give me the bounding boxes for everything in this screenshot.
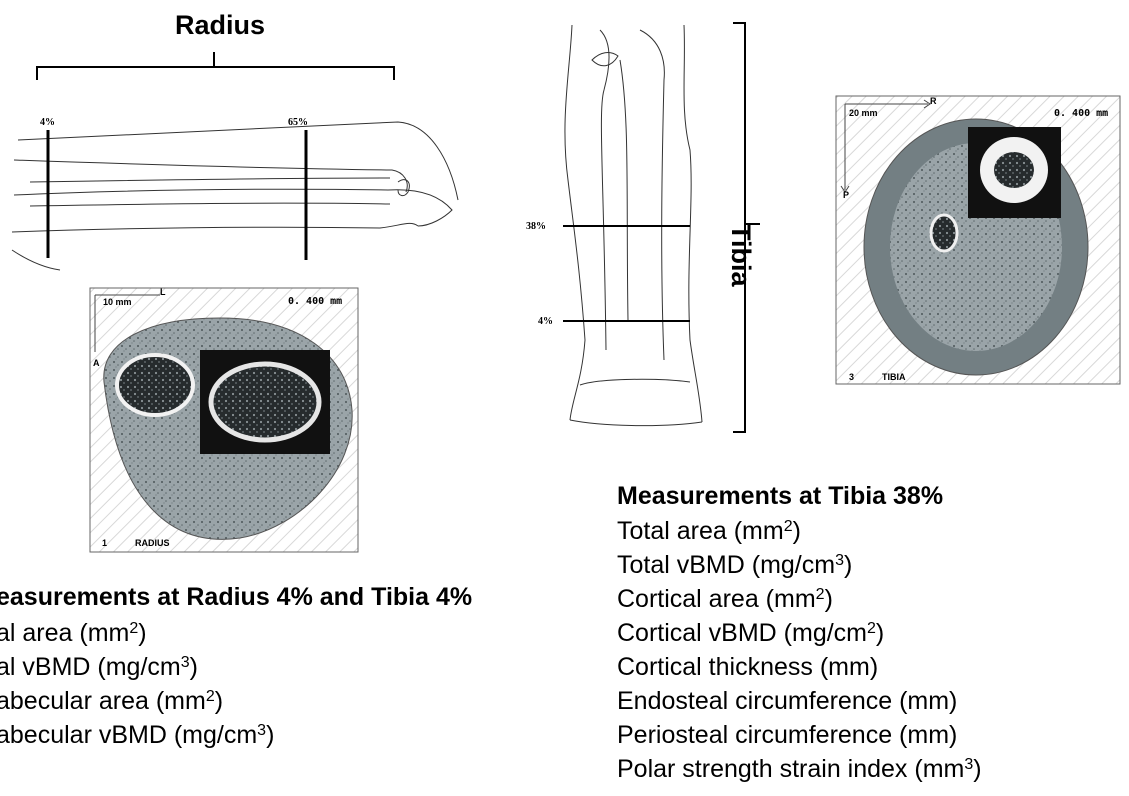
measurement-text: abecular area (mm — [0, 687, 206, 715]
right-measurements-heading: Measurements at Tibia 38% — [617, 482, 943, 511]
right-measurements-list: Total area (mm2)Total vBMD (mg/cm3)Corti… — [617, 514, 982, 786]
measurement-text-tail: ) — [876, 619, 884, 647]
measurement-unit-exponent: 3 — [181, 654, 190, 671]
measurement-text: al area (mm — [0, 619, 129, 647]
tibia-title: Tibia — [725, 224, 756, 287]
radius-pct-65-label: 65% — [288, 117, 308, 128]
measurement-item: Endosteal circumference (mm) — [617, 684, 982, 718]
measurement-unit-exponent: 2 — [867, 620, 876, 637]
measurement-unit-exponent: 3 — [964, 756, 973, 773]
measurement-text-tail: ) — [266, 721, 274, 749]
measurement-item: Cortical area (mm2) — [617, 582, 982, 616]
measurement-text-tail: ) — [844, 551, 852, 579]
measurement-text: Total vBMD (mg/cm — [617, 551, 835, 579]
measurement-item: abecular vBMD (mg/cm3) — [0, 718, 274, 752]
measurement-text: Cortical thickness (mm) — [617, 653, 878, 681]
measurement-text-tail: ) — [138, 619, 146, 647]
radius-forearm-sketch — [12, 122, 458, 270]
measurement-unit-exponent: 3 — [257, 722, 266, 739]
tibia-scan-caption: TIBIA — [882, 372, 906, 382]
tibia-scan-axis: R — [930, 96, 937, 106]
measurement-text-tail: ) — [215, 687, 223, 715]
measurement-text: Cortical area (mm — [617, 585, 816, 613]
left-measurements-list: al area (mm2)al vBMD (mg/cm3)abecular ar… — [0, 616, 274, 752]
measurement-text: Total area (mm — [617, 517, 784, 545]
measurement-text: Cortical vBMD (mg/cm — [617, 619, 867, 647]
measurement-item: Periosteal circumference (mm) — [617, 718, 982, 752]
measurement-text-tail: ) — [793, 517, 801, 545]
radius-scan-caption: RADIUS — [135, 538, 170, 548]
radius-scan-axis: L — [160, 287, 166, 297]
tibia-scan-voxel: 0. 400 mm — [1054, 108, 1108, 119]
radius-title: Radius — [175, 10, 265, 41]
measurement-unit-exponent: 2 — [784, 518, 793, 535]
measurement-item: Total vBMD (mg/cm3) — [617, 548, 982, 582]
tibia-pct-4-label: 4% — [538, 316, 553, 327]
measurement-item: Total area (mm2) — [617, 514, 982, 548]
tibia-scan-caption-num: 3 — [849, 372, 854, 382]
radius-bracket — [37, 52, 394, 80]
measurement-text-tail: ) — [190, 653, 198, 681]
measurement-text: Endosteal circumference (mm) — [617, 687, 957, 715]
tibia-pct-38-label: 38% — [526, 221, 546, 232]
tibia-scan-axis2: P — [843, 190, 849, 200]
measurement-text: Periosteal circumference (mm) — [617, 721, 957, 749]
radius-cut-lines — [48, 130, 306, 260]
measurement-text: abecular vBMD (mg/cm — [0, 721, 257, 749]
radius-pct-4-label: 4% — [40, 117, 55, 128]
radius-scan-image — [90, 288, 358, 552]
tibia-scan-scale: 20 mm — [849, 108, 878, 118]
measurement-item: al vBMD (mg/cm3) — [0, 650, 274, 684]
radius-scan-caption-num: 1 — [102, 538, 107, 548]
left-measurements-heading: easurements at Radius 4% and Tibia 4% — [0, 583, 472, 612]
measurement-text-tail: ) — [825, 585, 833, 613]
measurement-item: Cortical thickness (mm) — [617, 650, 982, 684]
measurement-text-tail: ) — [973, 755, 981, 783]
tibia-scan-image — [836, 96, 1120, 384]
measurement-unit-exponent: 2 — [129, 620, 138, 637]
measurement-unit-exponent: 2 — [816, 586, 825, 603]
measurement-text: Polar strength strain index (mm — [617, 755, 964, 783]
measurement-item: al area (mm2) — [0, 616, 274, 650]
radius-scan-axis2: A — [93, 358, 100, 368]
radius-scan-voxel: 0. 400 mm — [288, 296, 342, 307]
measurement-item: Cortical vBMD (mg/cm2) — [617, 616, 982, 650]
measurement-text: al vBMD (mg/cm — [0, 653, 181, 681]
radius-scan-scale: 10 mm — [103, 297, 132, 307]
measurement-item: abecular area (mm2) — [0, 684, 274, 718]
measurement-unit-exponent: 3 — [835, 552, 844, 569]
measurement-unit-exponent: 2 — [206, 688, 215, 705]
measurement-item: Polar strength strain index (mm3) — [617, 752, 982, 786]
